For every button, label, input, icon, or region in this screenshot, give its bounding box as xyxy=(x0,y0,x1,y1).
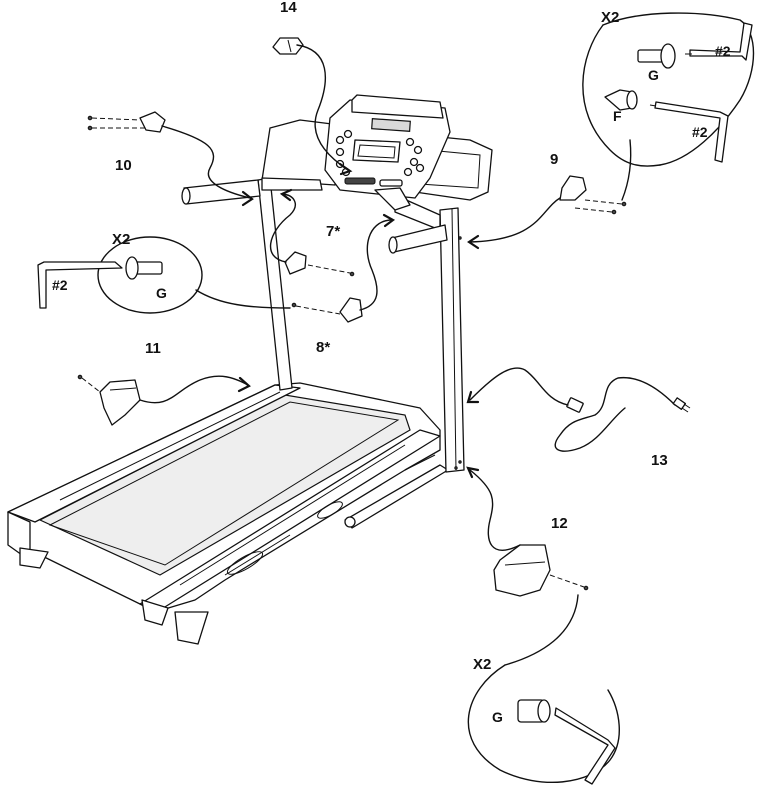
label-qty-bottom: X2 xyxy=(473,656,491,673)
label-part-7: 7* xyxy=(326,223,340,240)
label-part-13: 13 xyxy=(651,452,668,469)
part-10 xyxy=(88,112,252,205)
label-hw-g-left: G xyxy=(156,285,167,301)
label-part-12: 12 xyxy=(551,515,568,532)
label-part-10: 10 xyxy=(115,157,132,174)
label-qty-left: X2 xyxy=(112,231,130,248)
label-key-top-b: #2 xyxy=(692,124,708,140)
label-part-14: 14 xyxy=(280,0,297,16)
hardware-callout-top-right xyxy=(583,13,754,200)
label-part-9: 9 xyxy=(550,151,558,168)
label-key-top-a: #2 xyxy=(715,43,731,59)
part-12 xyxy=(468,468,588,596)
label-qty-top-right: X2 xyxy=(601,9,619,26)
hardware-callout-left xyxy=(38,237,290,313)
treadmill-deck xyxy=(8,383,448,644)
part-13-power-cord xyxy=(468,368,690,451)
label-part-11: 11 xyxy=(145,340,161,357)
part-9 xyxy=(469,176,626,248)
label-key-left: #2 xyxy=(52,277,68,293)
part-7 xyxy=(271,190,354,276)
label-hw-f-top: F xyxy=(613,108,622,124)
hardware-callout-bottom xyxy=(468,595,619,784)
label-hw-g-top: G xyxy=(648,67,659,83)
part-8 xyxy=(292,215,393,322)
label-hw-g-bottom: G xyxy=(492,709,503,725)
label-part-8: 8* xyxy=(316,339,330,356)
